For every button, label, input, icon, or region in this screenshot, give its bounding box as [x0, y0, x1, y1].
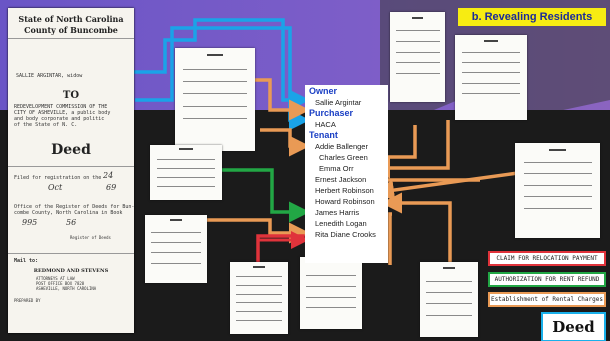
deed-filed-month: Oct [48, 183, 63, 192]
owner-name: Sallie Argintar [315, 98, 362, 107]
deed-attorneys-sub: ATTORNEYS AT LAW POST OFFICE BOX 7828 AS… [36, 276, 97, 291]
tenant-name: Emma Orr [319, 164, 354, 173]
owner-link [110, 18, 310, 111]
deed-register: Register of Deeds [70, 235, 111, 240]
deed-book: 995 [22, 218, 38, 227]
deed-filed-label: Filed for registration on the [14, 175, 102, 181]
tenant-name: Lenedith Logan [315, 219, 367, 228]
legend-rental-charges: Establishment of Rental Charges [488, 292, 606, 307]
purchaser-name: HACA [315, 120, 336, 129]
document-thumbnail [150, 145, 222, 200]
slide-title: b. Revealing Residents [458, 8, 606, 26]
tenant-name: Addie Ballenger [315, 142, 368, 151]
deed-prepared-by: PREPARED BY [14, 298, 41, 303]
deed-page: 56 [66, 218, 77, 227]
document-thumbnail [175, 48, 255, 151]
tenant-name: James Harris [315, 208, 360, 217]
deed-grantee: REDEVELOPMENT COMMISSION OF THE CITY OF … [14, 104, 111, 128]
deed-grantor: SALLIE ARGINTAR, widow [16, 73, 83, 79]
legend-rent-refund: AUTHORIZATION FOR RENT REFUND [488, 272, 606, 287]
document-thumbnail [420, 262, 478, 337]
document-thumbnail [515, 143, 600, 238]
owner-heading: Owner [309, 86, 338, 96]
tenant-name: Ernest Jackson [315, 175, 367, 184]
legend-claim-relocation: CLAIM FOR RELOCATION PAYMENT [488, 251, 606, 266]
deed-filed-day: 24 [103, 171, 114, 180]
tenant-name: Howard Robinson [315, 197, 375, 206]
tenant-name: Charles Green [319, 153, 368, 162]
deed-office: Office of the Register of Deeds for Bun-… [14, 204, 135, 216]
deed-heading: Deed [51, 142, 91, 158]
tenant-name: Herbert Robinson [315, 186, 374, 195]
green-link [215, 168, 310, 223]
deed-document: State of North Carolina County of Buncom… [8, 8, 134, 333]
deed-logo: Deed [541, 312, 606, 341]
deed-filed-year: 69 [106, 183, 117, 192]
tenant-name: Rita Diane Crooks [315, 230, 376, 239]
document-thumbnail [390, 12, 445, 102]
document-thumbnail [455, 35, 527, 120]
deed-attorneys: REDMOND AND STEVENS [33, 268, 109, 274]
document-thumbnail [300, 257, 362, 329]
deed-county: County of Buncombe [24, 25, 118, 35]
deed-to: TO [62, 90, 80, 101]
tenant-heading: Tenant [309, 130, 338, 140]
names-list: Owner Sallie Argintar Purchaser HACA Ten… [305, 85, 388, 263]
document-thumbnail [230, 262, 288, 334]
purchaser-heading: Purchaser [309, 108, 354, 118]
document-thumbnail [145, 215, 207, 283]
deed-mail-to: Mail to: [14, 258, 39, 264]
deed-state: State of North Carolina [18, 14, 124, 24]
